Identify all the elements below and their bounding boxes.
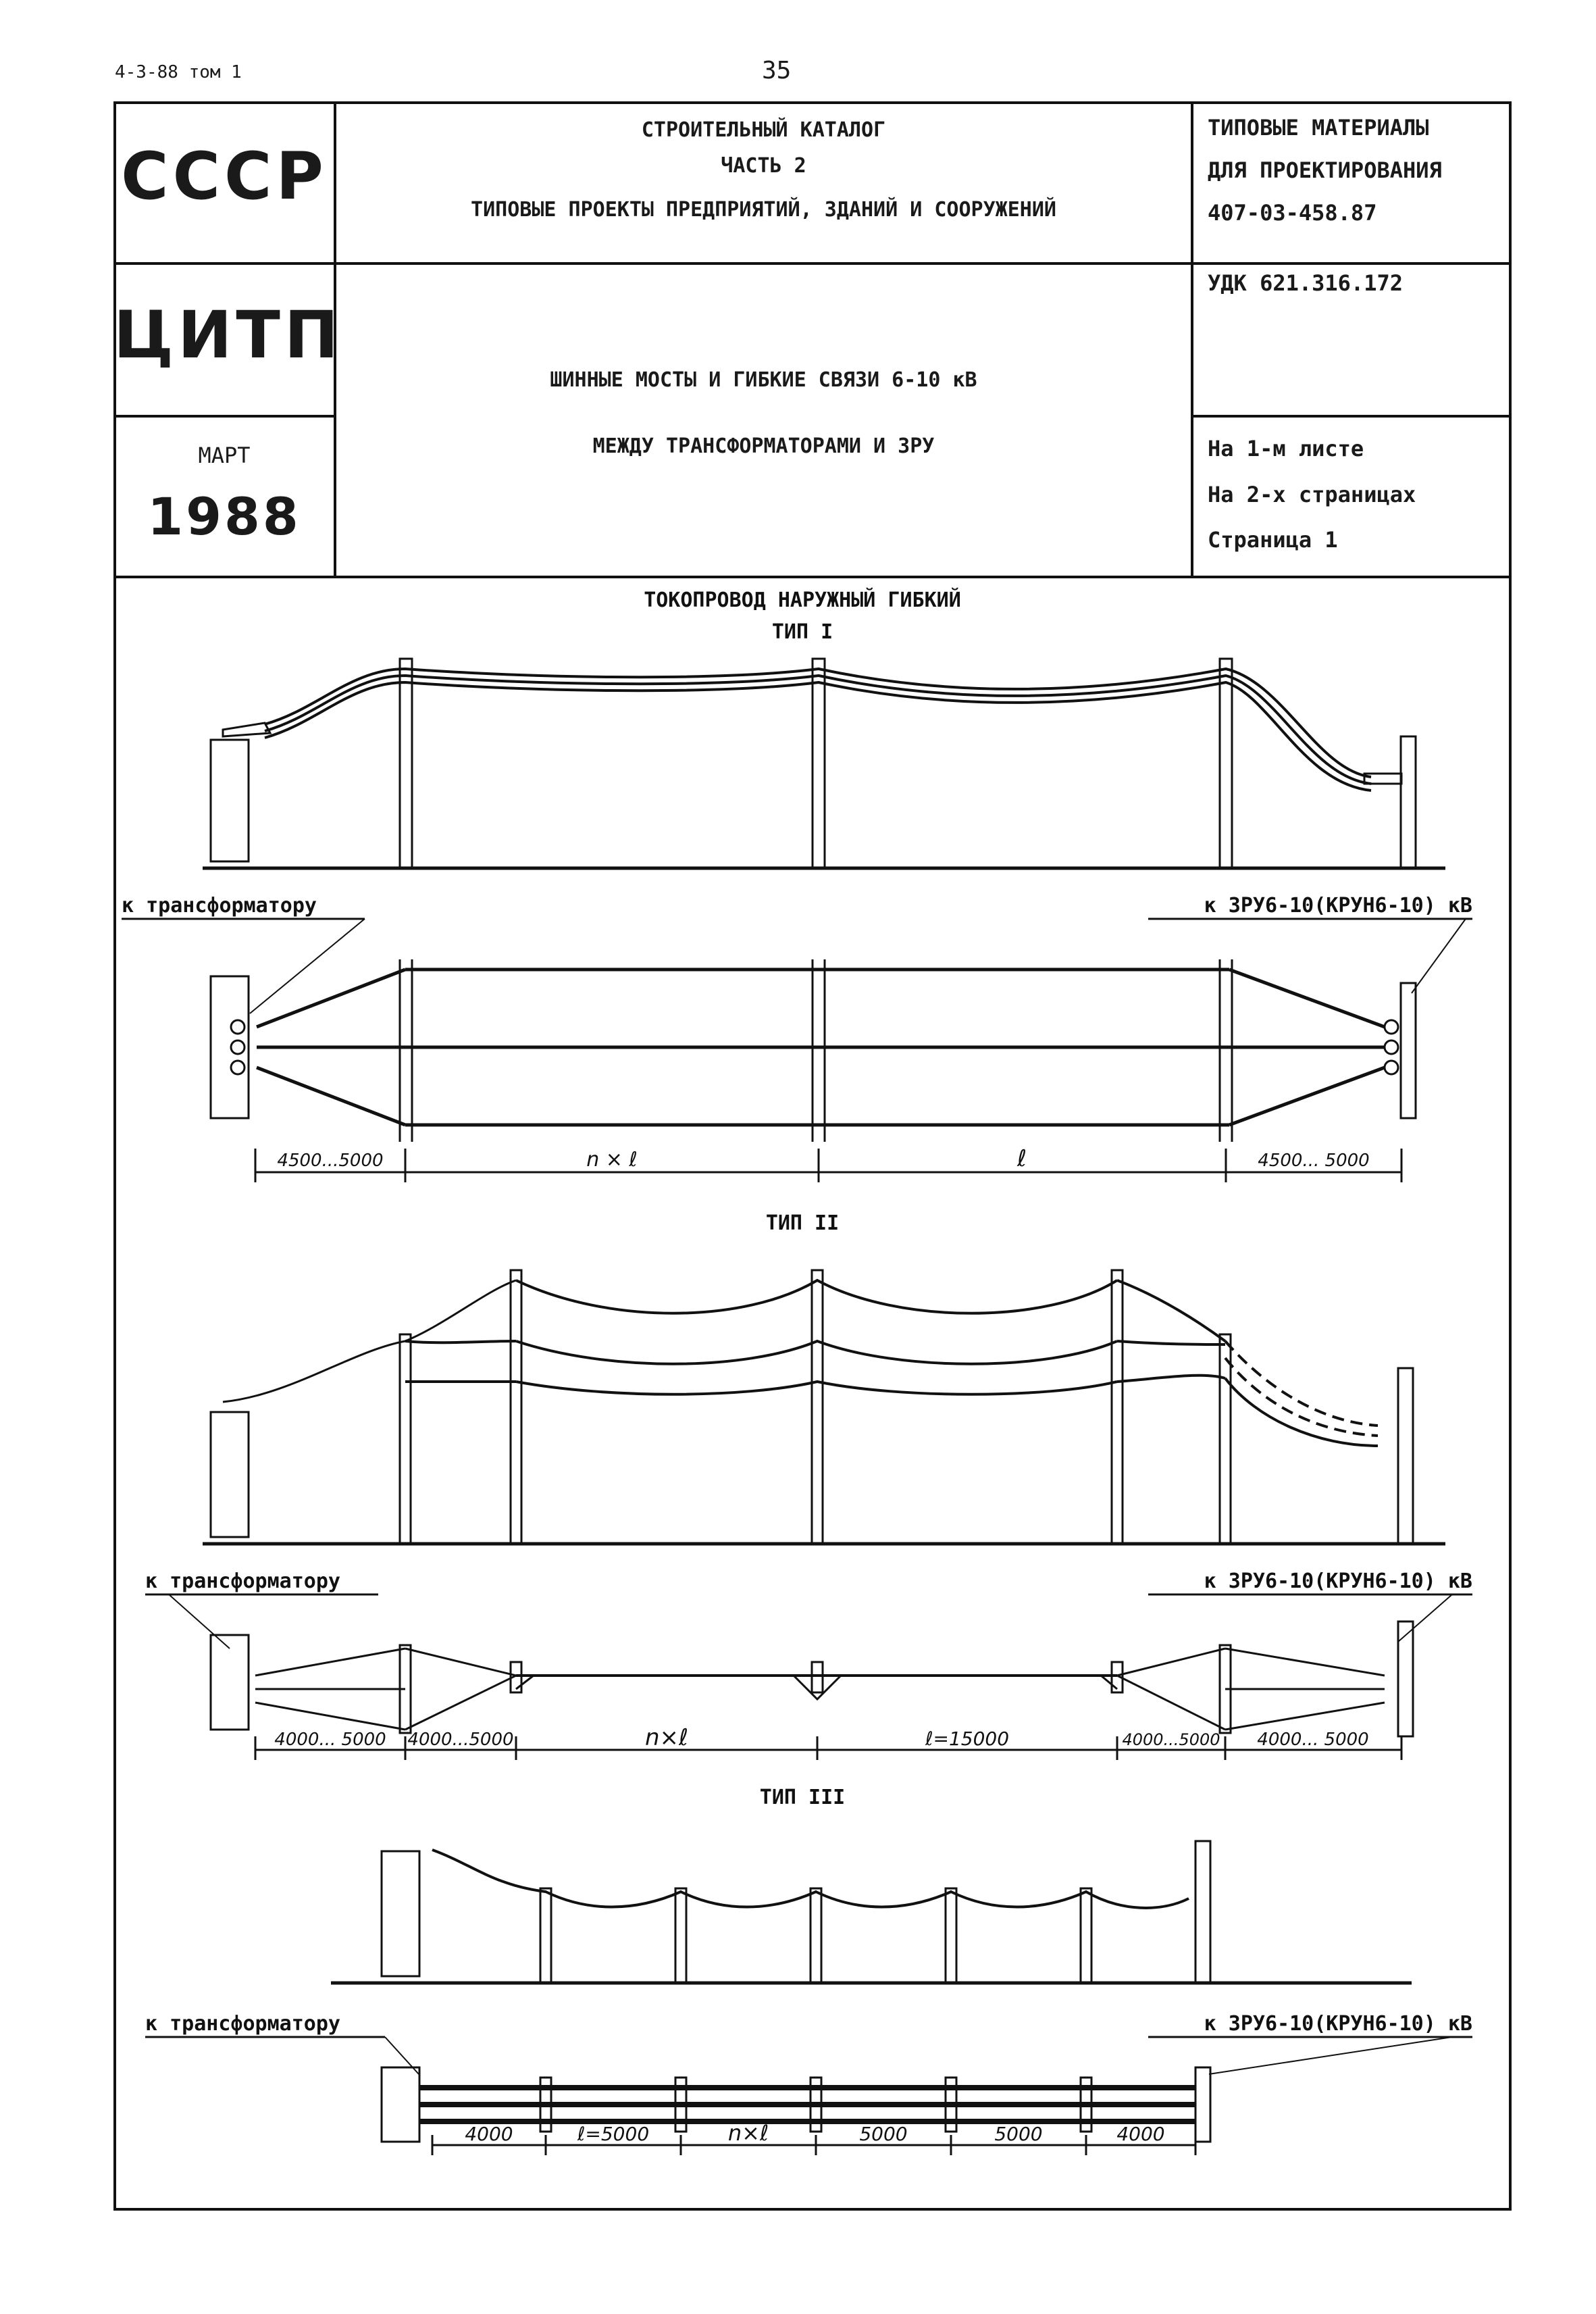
org-ussr: СССР: [121, 139, 328, 214]
catalog-title: СТРОИТЕЛЬНЫЙ КАТАЛОГ: [641, 118, 886, 142]
zru-wall: [1399, 982, 1417, 1120]
phase-a: [256, 967, 406, 1029]
type1-label: ТИП I: [772, 620, 833, 644]
phase-c: [256, 1065, 406, 1127]
phase-c: [1229, 1065, 1385, 1127]
type3-left-label: к трансформатору: [145, 2012, 340, 2036]
conductor: [264, 680, 1372, 792]
type3-dim-3: n×ℓ: [728, 2120, 769, 2146]
type1-left-label: к трансформатору: [122, 894, 317, 917]
document-title-line2: МЕЖДУ ТРАНСФОРМАТОРАМИ И ЗРУ: [592, 434, 935, 458]
type2-dim-1: 4000... 5000: [274, 1730, 386, 1750]
pole: [811, 657, 826, 870]
header-divider-bottom: [113, 576, 1512, 578]
materials-code: 407-03-458.87: [1208, 200, 1377, 226]
transformer-wall: [209, 738, 250, 863]
type3-dim-2: ℓ=5000: [577, 2123, 649, 2145]
header-vline-right: [1191, 101, 1193, 577]
type2-elevation: [203, 1269, 1445, 1546]
pole: [1110, 1269, 1124, 1545]
type2-left-label: к трансформатору: [145, 1569, 340, 1593]
catalog-subtitle: ТИПОВЫЕ ПРОЕКТЫ ПРЕДПРИЯТИЙ, ЗДАНИЙ И СО…: [471, 198, 1056, 222]
pole: [810, 1269, 824, 1545]
type3-plan: [145, 2036, 1472, 2155]
type3-label: ТИП III: [760, 1786, 845, 1809]
header-vline-left: [334, 101, 336, 577]
page-frame: [113, 101, 1512, 2211]
type2-plan: [145, 1593, 1472, 1760]
header-divider-1: [113, 262, 1512, 265]
type1-plan: [122, 917, 1472, 1182]
zru-wall: [1397, 1367, 1414, 1545]
type3-dim-1: 4000: [465, 2123, 513, 2145]
type3-dim-4: 5000: [859, 2123, 907, 2145]
document-title-line1: ШИННЫЕ МОСТЫ И ГИБКИЕ СВЯЗИ 6-10 кВ: [550, 368, 977, 392]
conductor: [264, 667, 1372, 778]
pole: [1218, 1333, 1232, 1545]
type2-label: ТИП II: [766, 1211, 839, 1235]
type1-dim-4: 4500... 5000: [1258, 1151, 1369, 1171]
bracket: [222, 722, 272, 738]
transformer-wall: [209, 1411, 250, 1538]
pole: [1218, 657, 1233, 870]
page-number: 35: [762, 57, 792, 84]
conductor: [264, 674, 1372, 785]
type2-dim-4: ℓ=15000: [925, 1728, 1009, 1750]
issue-month: МАРТ: [198, 443, 251, 468]
udk-code: УДК 621.316.172: [1208, 270, 1403, 296]
catalog-part: ЧАСТЬ 2: [721, 154, 806, 178]
type3-dim-6: 4000: [1116, 2123, 1164, 2145]
zru-wall: [1399, 735, 1417, 870]
type3-dim-5: 5000: [994, 2123, 1042, 2145]
pole: [509, 1269, 523, 1545]
type1-dim-1: 4500...5000: [277, 1151, 383, 1171]
materials-line2: ДЛЯ ПРОЕКТИРОВАНИЯ: [1208, 157, 1442, 183]
type2-dim-3: n×ℓ: [645, 1724, 688, 1751]
type1-dim-3: ℓ: [1016, 1145, 1027, 1172]
type1-dim-2: n × ℓ: [586, 1148, 638, 1172]
type1-right-label: к ЗРУ6-10(КРУН6-10) кВ: [1204, 894, 1472, 917]
type2-dim-5: 4000...5000: [1122, 1730, 1220, 1749]
sheet-info-1: На 1-м листе: [1208, 436, 1364, 461]
type2-dim-2: 4000...5000: [407, 1730, 513, 1750]
sheet-reference: 4-3-88 том 1: [115, 62, 242, 82]
leader-right: [1411, 918, 1466, 994]
issue-year: 1988: [147, 486, 301, 547]
materials-line1: ТИПОВЫЕ МАТЕРИАЛЫ: [1208, 115, 1429, 141]
bracket: [1363, 772, 1403, 785]
org-citp: ЦИТП: [113, 297, 343, 373]
phase-a: [1229, 967, 1385, 1029]
type3-elevation: [331, 1840, 1412, 1985]
header-divider-left: [113, 415, 335, 418]
type2-dim-6: 4000... 5000: [1257, 1730, 1368, 1750]
pole: [398, 657, 413, 870]
pole: [398, 1333, 412, 1545]
sheet-info-3: Страница 1: [1208, 527, 1338, 553]
type1-elevation: [203, 657, 1445, 870]
leader-left: [249, 918, 365, 1014]
drawing-main-title: ТОКОПРОВОД НАРУЖНЫЙ ГИБКИЙ: [644, 588, 961, 612]
header-divider-right: [1191, 415, 1512, 418]
sheet-info-2: На 2-х страницах: [1208, 482, 1416, 507]
transformer-outline: [209, 975, 250, 1120]
type3-right-label: к ЗРУ6-10(КРУН6-10) кВ: [1204, 2012, 1472, 2036]
type2-right-label: к ЗРУ6-10(КРУН6-10) кВ: [1204, 1569, 1472, 1593]
